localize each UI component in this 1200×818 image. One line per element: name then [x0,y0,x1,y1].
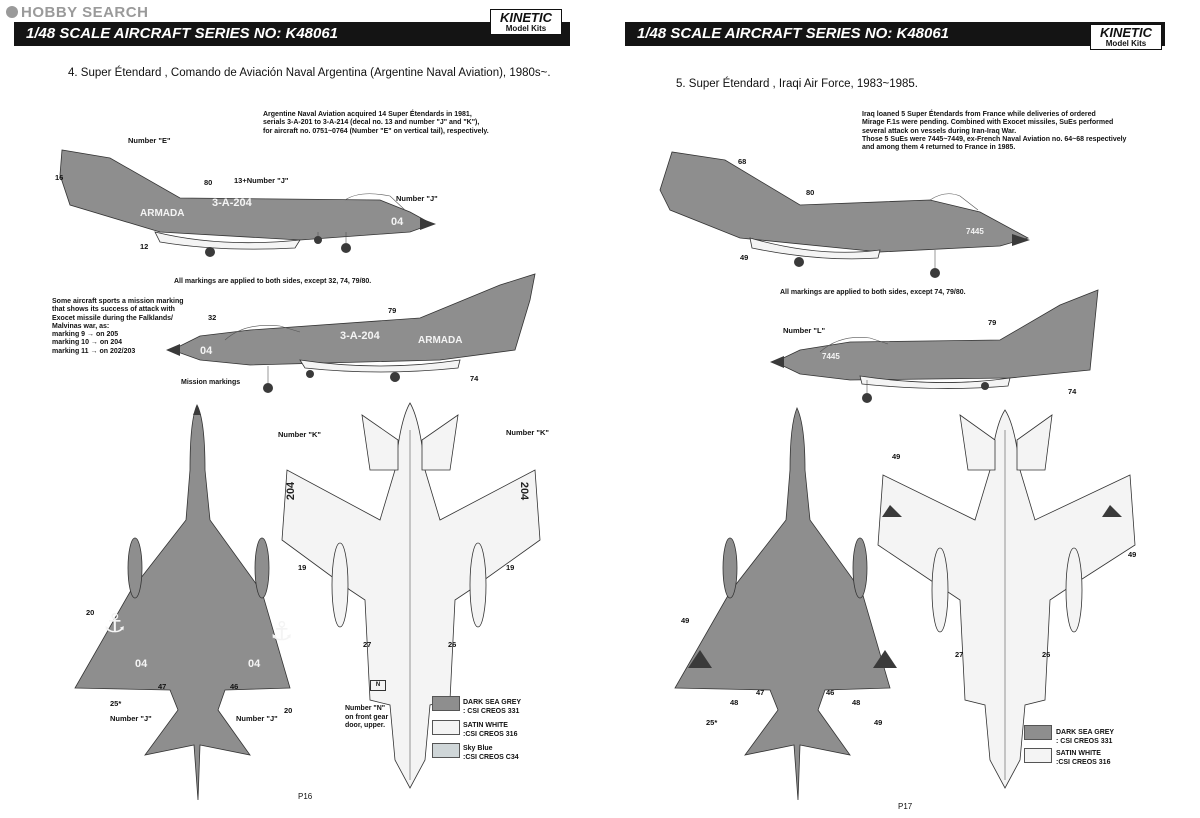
callout-number-e: Number "E" [128,136,171,145]
callout-46: 46 [230,682,239,691]
wing-serial-left: 204 [285,481,298,501]
callout-19-right: 19 [506,563,515,572]
serial-iraqi-starboard: 7445 [966,227,984,236]
callout-74-right: 74 [1068,387,1077,396]
history-note-left: Argentine Naval Aviation acquired 14 Sup… [263,111,489,135]
serial-starboard: 3-A-204 [212,197,252,209]
callout-13j: 13+Number "J" [234,176,289,185]
mission-markings-label: Mission markings [181,379,241,386]
callout-47: 47 [158,682,167,691]
anchor-icon-left: ⚓ [103,609,126,639]
wing-number-left: 04 [135,658,148,670]
header-right: 1/48 SCALE AIRCRAFT SERIES NO: K48061 [625,22,1165,46]
callout-49-bottom-right: 49 [1128,550,1137,559]
wing-serial-right: 204 [518,481,531,501]
header-right-title: 1/48 SCALE AIRCRAFT SERIES NO: K48061 [637,25,950,42]
callout-49-top-left: 49 [681,616,690,625]
callout-80: 80 [204,178,213,187]
right-bottom-view [877,409,1136,789]
callout-27-right: 27 [955,650,964,659]
watermark: HOBBY SEARCH [6,4,148,21]
callout-number-k-right: Number "K" [506,428,549,437]
callout-80-right: 80 [806,188,815,197]
right-top-view [674,407,897,801]
header-left: 1/48 SCALE AIRCRAFT SERIES NO: K48061 [14,22,570,46]
serial-port: 3-A-204 [340,330,380,342]
swatch-dark-sea-grey-left [432,696,460,711]
right-profile-port [770,289,1099,403]
left-top-view: ⚓ ⚓ [74,404,293,801]
callout-16: 16 [55,173,64,182]
callout-79-right: 79 [988,318,997,327]
right-profile-starboard [659,151,1030,278]
swatch-satin-white-right [1024,748,1052,763]
callout-20-right: 20 [284,706,293,715]
legend-satin-white-left: SATIN WHITE:CSI CREOS 316 [463,722,518,738]
callout-12: 12 [140,242,149,251]
callout-48-right: 48 [852,698,861,707]
callout-74: 74 [470,374,479,383]
callout-number-k-left: Number "K" [278,430,321,439]
serial-iraqi-port: 7445 [822,352,840,361]
front-gear-door-decal-icon: N [370,680,386,691]
markings-note-left: All markings are applied to both sides, … [174,278,372,285]
wing-number-right: 04 [248,658,261,670]
subtitle-left: 4. Super Étendard , Comando de Aviación … [68,67,551,79]
markings-note-right: All markings are applied to both sides, … [780,289,966,296]
mission-note: Some aircraft sports a mission marking t… [52,298,184,355]
callout-32: 32 [208,313,217,322]
nose-number-starboard: 04 [391,216,404,228]
legend-dark-sea-grey-right: DARK SEA GREY: CSI CREOS 331 [1056,729,1115,745]
callout-26-right: 26 [1042,650,1051,659]
legend-sky-blue-left: Sky Blue:CSI CREOS C34 [463,745,519,761]
callout-47-right: 47 [756,688,765,697]
callout-25-right: 25* [706,718,718,727]
legend-dark-sea-grey-left: DARK SEA GREY: CSI CREOS 331 [463,699,522,715]
callout-49-top-right: 49 [874,718,883,727]
armada-port: ARMADA [418,335,463,346]
callout-number-n: Number "N" on front gear door, upper. [345,705,389,729]
callout-27: 27 [363,640,372,649]
callout-26: 26 [448,640,457,649]
callout-68: 68 [738,157,747,166]
callout-49-profile: 49 [740,253,749,262]
callout-49-bottom-left: 49 [892,452,901,461]
callout-48-left: 48 [730,698,739,707]
subtitle-right: 5. Super Étendard , Iraqi Air Force, 198… [676,78,918,90]
callout-20-left: 20 [86,608,95,617]
callout-number-l: Number "L" [783,326,826,335]
page-number-right: P17 [898,802,913,811]
callout-number-j: Number "J" [396,194,438,203]
callout-number-j-left: Number "J" [110,714,152,723]
left-profile-port [166,273,536,393]
left-profile-starboard [59,149,436,257]
callout-25: 25* [110,699,122,708]
nose-number-port: 04 [200,345,213,357]
swatch-sky-blue-left [432,743,460,758]
callout-19-left: 19 [298,563,307,572]
header-left-title: 1/48 SCALE AIRCRAFT SERIES NO: K48061 [26,25,339,42]
swatch-satin-white-left [432,720,460,735]
swatch-dark-sea-grey-right [1024,725,1052,740]
callout-number-j-right: Number "J" [236,714,278,723]
anchor-icon-right: ⚓ [270,617,293,647]
left-bottom-view [281,402,541,789]
legend-satin-white-right: SATIN WHITE:CSI CREOS 316 [1056,750,1111,766]
page-number-left: P16 [298,792,313,801]
callout-79: 79 [388,306,397,315]
history-note-right: Iraq loaned 5 Super Étendards from Franc… [862,111,1127,152]
armada-starboard: ARMADA [140,208,185,219]
watermark-logo-icon [6,6,18,18]
callout-46-right: 46 [826,688,835,697]
